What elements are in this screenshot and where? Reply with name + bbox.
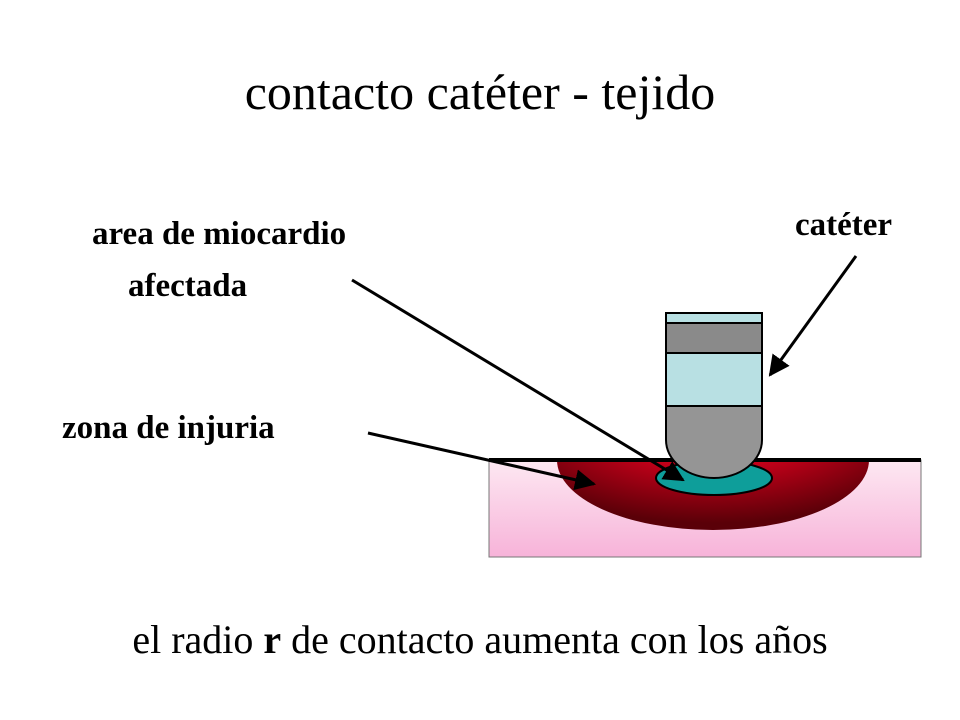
arrow-catheter [768, 255, 858, 377]
catheter-band-top [665, 312, 763, 324]
label-catheter: catéter [795, 207, 893, 243]
catheter-tip [665, 405, 763, 479]
slide-caption: el radio r de contacto aumenta con los a… [0, 615, 960, 665]
arrow-injury-zone [367, 431, 597, 491]
caption-part2: de contacto aumenta con los años [281, 617, 828, 662]
slide-title: contacto catéter - tejido [244, 64, 716, 120]
caption-radius-symbol: r [263, 617, 282, 662]
catheter [665, 312, 763, 479]
label-injury-zone: zona de injuria [62, 410, 275, 446]
arrow-affected-area [351, 278, 685, 482]
catheter-band-dark [665, 322, 763, 354]
label-affected-area-line1: area de miocardio [92, 216, 347, 252]
caption-part1: el radio [132, 617, 264, 662]
label-affected-area-line2: afectada [128, 268, 248, 304]
catheter-band-light [665, 352, 763, 407]
